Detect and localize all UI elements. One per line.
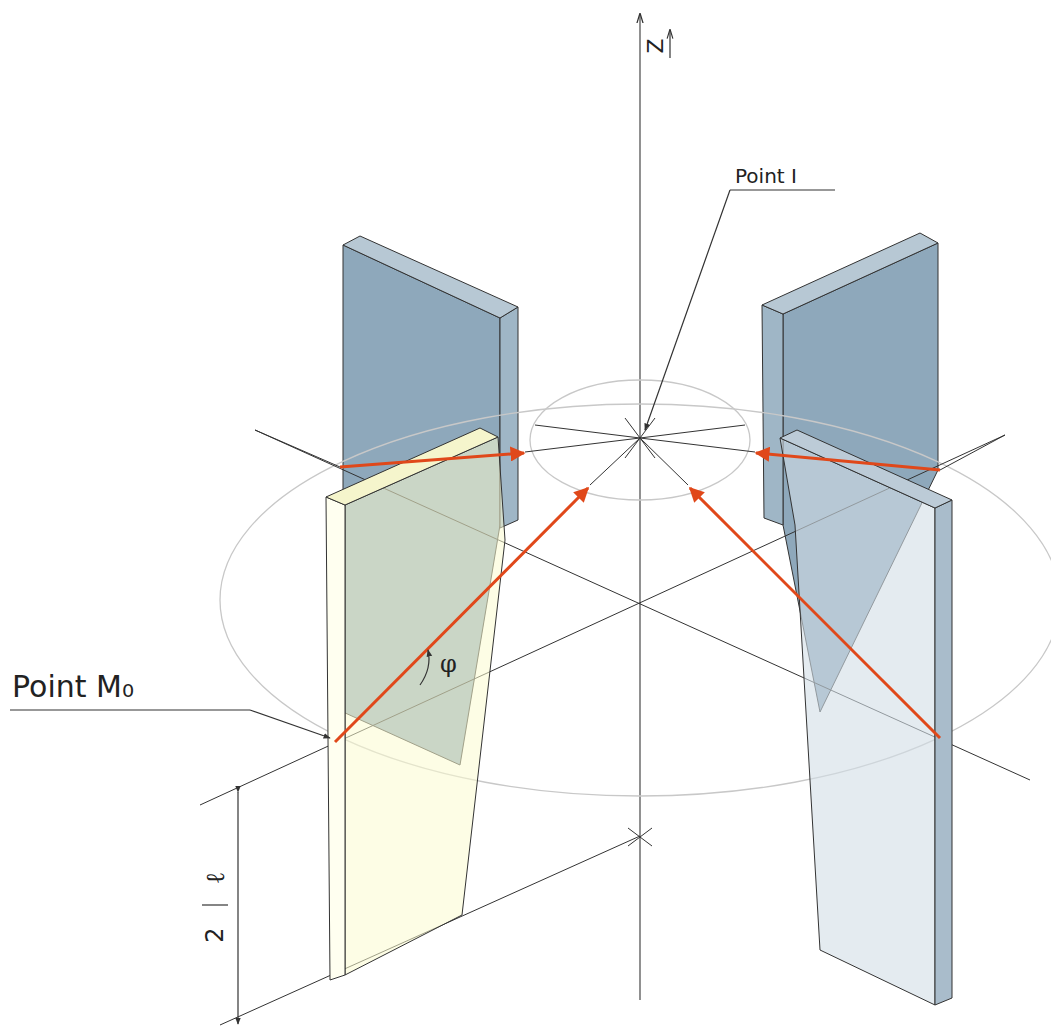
dimension-label: 2 (203, 927, 227, 942)
axis-label: Z (645, 38, 667, 53)
vector-arrow (669, 30, 670, 58)
construction-lines (200, 418, 1030, 1025)
point-label: Point M₀ (12, 672, 134, 702)
leader-line (10, 710, 330, 738)
dimension-label: ℓ (202, 872, 228, 884)
angle-arc (420, 650, 429, 685)
inner-circle (530, 380, 750, 500)
dimension-line (202, 792, 238, 1024)
point-label: Point I (735, 166, 797, 186)
front-plate-right (780, 430, 952, 1005)
leader-line (645, 190, 835, 430)
ray-arrows (335, 453, 940, 742)
z-axis (639, 14, 640, 1000)
angle-label: φ (440, 652, 457, 676)
front-plate-left (326, 428, 505, 980)
